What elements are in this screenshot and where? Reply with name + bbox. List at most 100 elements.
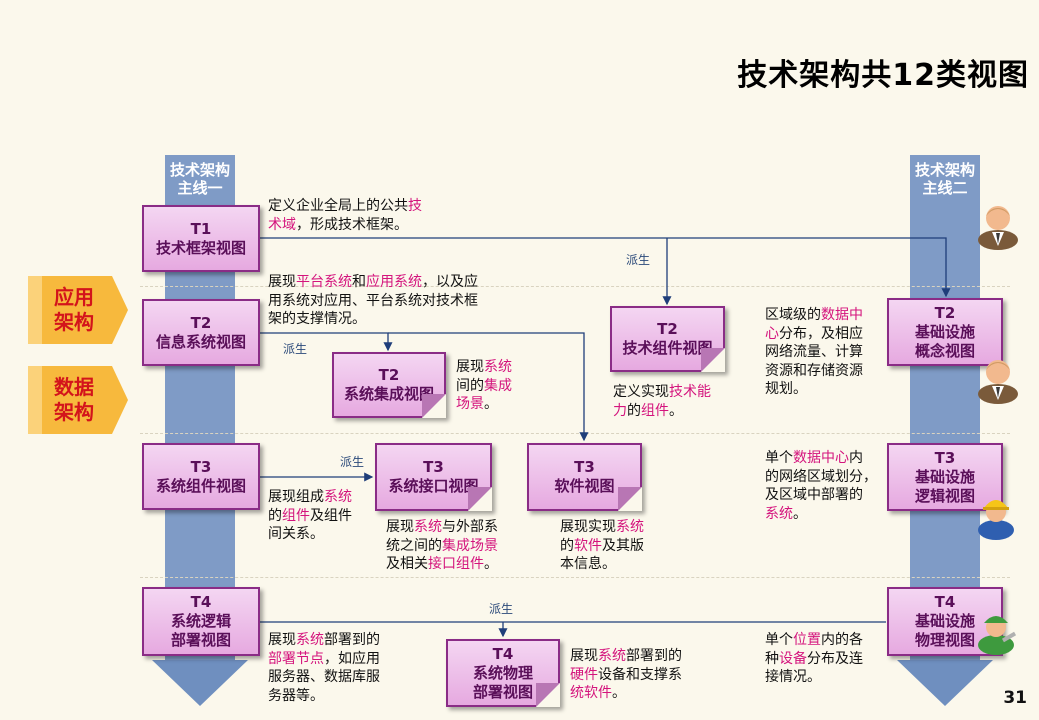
derive-label: 派生 bbox=[489, 602, 514, 616]
box-title: 系统接口视图 bbox=[388, 477, 479, 495]
desc-t2-info: 展现平台系统和应用系统，以及应 用系统对应用、平台系统对技术框 架的支撑情况。 bbox=[268, 273, 528, 329]
desc-text: 及组件 间关系。 bbox=[268, 507, 352, 543]
box-t3-infra-logical[interactable]: T3 基础设施 逻辑视图 bbox=[887, 443, 1003, 511]
desc-t4-infra: 单个位置内的各 种设备分布及连 接情况。 bbox=[765, 631, 890, 687]
desc-text: 展现 bbox=[386, 519, 414, 535]
derive-label: 派生 bbox=[340, 455, 365, 469]
technician-icon bbox=[978, 616, 1017, 655]
highlight-term: 系统 bbox=[414, 519, 442, 535]
highlight-term: 应用系统 bbox=[366, 274, 422, 290]
desc-text: 分布及连 接情况。 bbox=[765, 650, 863, 686]
highlight-term: 系统 bbox=[484, 359, 512, 375]
box-title: 基础设施 物理视图 bbox=[914, 612, 975, 649]
highlight-term: 软件 bbox=[574, 537, 602, 554]
derive-label: 派生 bbox=[283, 342, 308, 356]
box-code: T3 bbox=[934, 448, 956, 467]
desc-t2-integration: 展现系统 间的集成 场景。 bbox=[456, 358, 536, 414]
desc-text: 的 bbox=[560, 537, 574, 554]
highlight-term: 组件 bbox=[282, 507, 310, 524]
chevron-tab-shape bbox=[28, 366, 128, 434]
box-code: T3 bbox=[423, 458, 444, 476]
desc-t3-component: 展现组成系统 的组件及组件 间关系。 bbox=[268, 488, 368, 544]
box-title: 信息系统视图 bbox=[155, 332, 246, 351]
desc-text: ，如应用 服务器、数据库服 务器等。 bbox=[268, 650, 380, 704]
desc-text: 及相关 bbox=[386, 556, 428, 572]
desc-t2-infra: 区域级的数据中 心分布，及相应 网络流量、计算 资源和存储资源 规划。 bbox=[765, 306, 890, 399]
highlight-term: 集成 bbox=[484, 377, 512, 394]
desc-text: 及其版 本信息。 bbox=[560, 537, 644, 573]
desc-text: 单个 bbox=[765, 632, 793, 648]
desc-text: 设备和支撑系 bbox=[598, 666, 682, 683]
desc-text: 展现 bbox=[268, 632, 296, 648]
side-tab-label: 数据 架构 bbox=[54, 375, 94, 424]
desc-text: 区域级的 bbox=[765, 307, 821, 323]
highlight-term: 系统 bbox=[616, 519, 644, 535]
box-code: T2 bbox=[190, 313, 212, 332]
desc-text: 。 bbox=[484, 556, 498, 572]
highlight-term: 系统 bbox=[598, 648, 626, 664]
highlight-term: 集成场景 bbox=[442, 537, 498, 554]
box-t2-infra-concept[interactable]: T2 基础设施 概念视图 bbox=[887, 298, 1003, 366]
page-number: 31 bbox=[1003, 688, 1027, 708]
box-title: 技术框架视图 bbox=[155, 238, 246, 257]
desc-text: 部署到的 bbox=[626, 648, 682, 664]
box-code: T3 bbox=[574, 458, 595, 476]
desc-text: 内的各 种 bbox=[765, 632, 863, 667]
box-t4-infra-physical[interactable]: T4 基础设施 物理视图 bbox=[887, 587, 1003, 656]
desc-text: 部署到的 bbox=[324, 632, 380, 648]
highlight-term: 系统 bbox=[765, 505, 793, 522]
box-t2-tech-component[interactable]: T2 技术组件视图 bbox=[610, 306, 725, 372]
box-t2-system-integration[interactable]: T2 系统集成视图 bbox=[332, 352, 446, 418]
desc-t2-tech-component: 定义实现技术能 力的组件。 bbox=[613, 383, 733, 420]
highlight-term: 硬件 bbox=[570, 666, 598, 683]
box-t4-logical-deploy[interactable]: T4 系统逻辑 部署视图 bbox=[142, 587, 260, 656]
desc-t1: 定义企业全局上的公共技 术域，形成技术框架。 bbox=[268, 197, 458, 234]
box-t3-system-component[interactable]: T3 系统组件视图 bbox=[142, 443, 260, 510]
lane-right bbox=[910, 155, 980, 662]
highlight-term: 系统 bbox=[296, 632, 324, 648]
highlight-term: 部署节点 bbox=[268, 650, 324, 667]
desc-text: 内 的网络区域划分， 及区域中部署的 bbox=[765, 450, 877, 503]
desc-text: ，形成技术框架。 bbox=[296, 216, 408, 233]
highlight-term: 设备 bbox=[779, 650, 807, 667]
desc-t3-interface: 展现系统与外部系 统之间的集成场景 及相关接口组件。 bbox=[386, 518, 526, 574]
box-title: 系统集成视图 bbox=[343, 385, 434, 403]
desc-text: 展现 bbox=[456, 359, 484, 375]
desc-text: 的 bbox=[268, 507, 282, 524]
desc-text: 与外部系 统之间的 bbox=[386, 519, 498, 554]
box-code: T4 bbox=[492, 644, 514, 663]
box-t2-info-system[interactable]: T2 信息系统视图 bbox=[142, 299, 260, 366]
desc-text: 。 bbox=[484, 396, 498, 412]
highlight-term: 平台系统 bbox=[296, 274, 352, 290]
highlight-term: 位置 bbox=[793, 632, 821, 648]
engineer-icon bbox=[978, 500, 1014, 540]
highlight-term: 技术能 力 bbox=[613, 384, 711, 419]
box-title: 技术组件视图 bbox=[622, 339, 713, 357]
box-t3-system-interface[interactable]: T3 系统接口视图 bbox=[375, 443, 492, 511]
row-divider bbox=[140, 433, 1010, 434]
desc-t4-deploy: 展现系统部署到的 部署节点，如应用 服务器、数据库服 务器等。 bbox=[268, 631, 408, 705]
desc-text: 单个 bbox=[765, 450, 793, 466]
box-t1-tech-framework[interactable]: T1 技术框架视图 bbox=[142, 205, 260, 272]
desc-t4-physical: 展现系统部署到的 硬件设备和支撑系 统软件。 bbox=[570, 647, 710, 703]
row-divider bbox=[140, 577, 1010, 578]
highlight-term: 数据中 心 bbox=[765, 307, 863, 342]
highlight-term: 统软件 bbox=[570, 685, 612, 701]
desc-text: 展现 bbox=[268, 274, 296, 290]
highlight-term: 数据中心 bbox=[793, 450, 849, 466]
highlight-term: 接口组件 bbox=[428, 556, 484, 572]
businessman-icon bbox=[978, 206, 1018, 250]
desc-text: 分布，及相应 网络流量、计算 资源和存储资源 规划。 bbox=[765, 325, 863, 398]
box-t3-software[interactable]: T3 软件视图 bbox=[527, 443, 642, 511]
box-code: T1 bbox=[190, 219, 212, 238]
box-code: T2 bbox=[378, 366, 400, 384]
desc-t3-software: 展现实现系统 的软件及其版 本信息。 bbox=[560, 518, 670, 574]
desc-text: 定义实现 bbox=[613, 384, 669, 400]
highlight-term: 术域 bbox=[268, 216, 296, 233]
box-title: 系统组件视图 bbox=[155, 476, 246, 495]
highlight-term: 技 bbox=[408, 198, 422, 214]
box-t4-physical-deploy[interactable]: T4 系统物理 部署视图 bbox=[446, 639, 560, 707]
businessman-icon bbox=[978, 360, 1018, 404]
desc-t3-infra: 单个数据中心内 的网络区域划分， 及区域中部署的 系统。 bbox=[765, 449, 890, 523]
side-tab-data: 数据 架构 bbox=[28, 366, 128, 434]
